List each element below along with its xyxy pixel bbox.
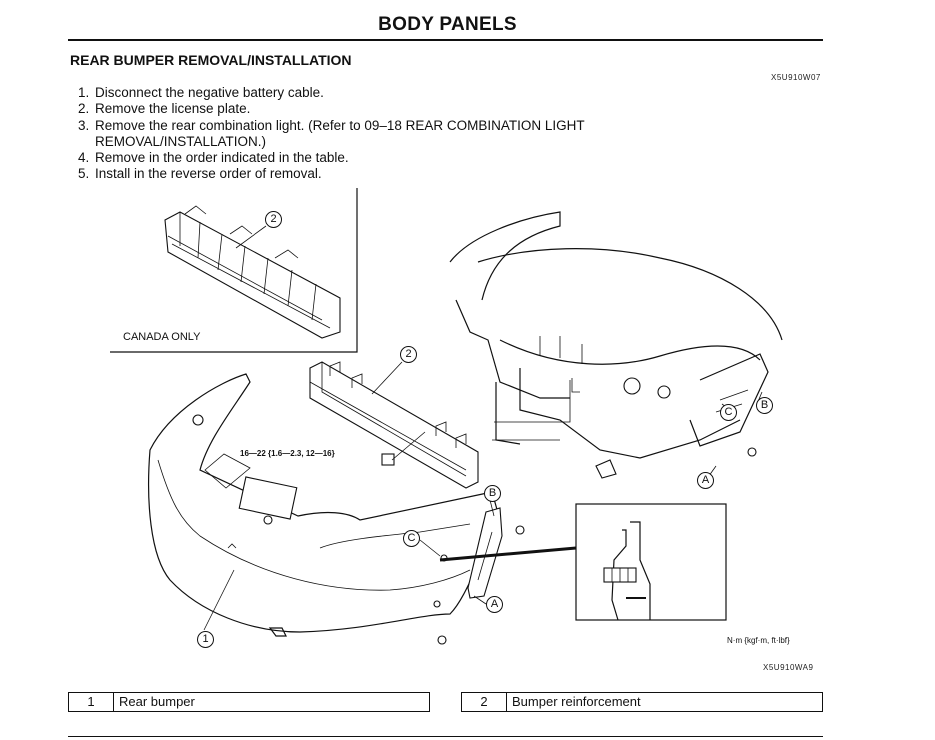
callout-a: A [486,596,503,613]
bumper-bracket-drawing [467,507,525,599]
parts-table-row: 2 Bumper reinforcement [461,692,823,712]
callout-b: B [484,485,501,502]
step-item: 3.Remove the rear combination light. (Re… [78,117,585,133]
parts-table-row: 1 Rear bumper [68,692,430,712]
rear-bumper-drawing [148,373,501,645]
page-title: BODY PANELS [378,14,517,35]
step-item: 5.Install in the reverse order of remova… [78,166,322,182]
callout-1: 1 [197,631,214,648]
callout-c: C [403,530,420,547]
step-item: 1.Disconnect the negative battery cable. [78,85,324,100]
part-name: Bumper reinforcement [512,694,641,709]
callout-b-body: B [756,397,773,414]
procedure-steps: 1.Disconnect the negative battery cable.… [78,85,585,183]
step-item-continued: REMOVAL/INSTALLATION.) [95,133,267,149]
callout-c-body: C [720,404,737,421]
inset-frame [110,188,358,353]
detail-inset-drawing [439,503,727,621]
callout-a-body: A [697,472,714,489]
step-item: 2.Remove the license plate. [78,101,251,117]
doc-id-top: X5U910W07 [771,73,821,82]
bottom-divider [68,736,823,737]
bumper-reinforcement-drawing [309,361,479,489]
energy-absorber-drawing [164,205,341,339]
doc-id-figure: X5U910WA9 [763,663,814,672]
torque-spec: 16—22 {1.6—2.3, 12—16} [240,449,335,458]
callout-2-inset: 2 [265,211,282,228]
callout-2: 2 [400,346,417,363]
part-number: 2 [462,693,507,711]
title-divider [68,39,823,41]
inset-label: CANADA ONLY [123,331,201,343]
part-number: 1 [69,693,114,711]
torque-units: N·m {kgf·m, ft·lbf} [727,636,790,645]
step-item: 4.Remove in the order indicated in the t… [78,150,349,166]
callout-leaders [203,225,763,631]
section-title: REAR BUMPER REMOVAL/INSTALLATION [70,52,352,68]
vehicle-body-drawing [449,211,783,479]
part-name: Rear bumper [119,694,195,709]
